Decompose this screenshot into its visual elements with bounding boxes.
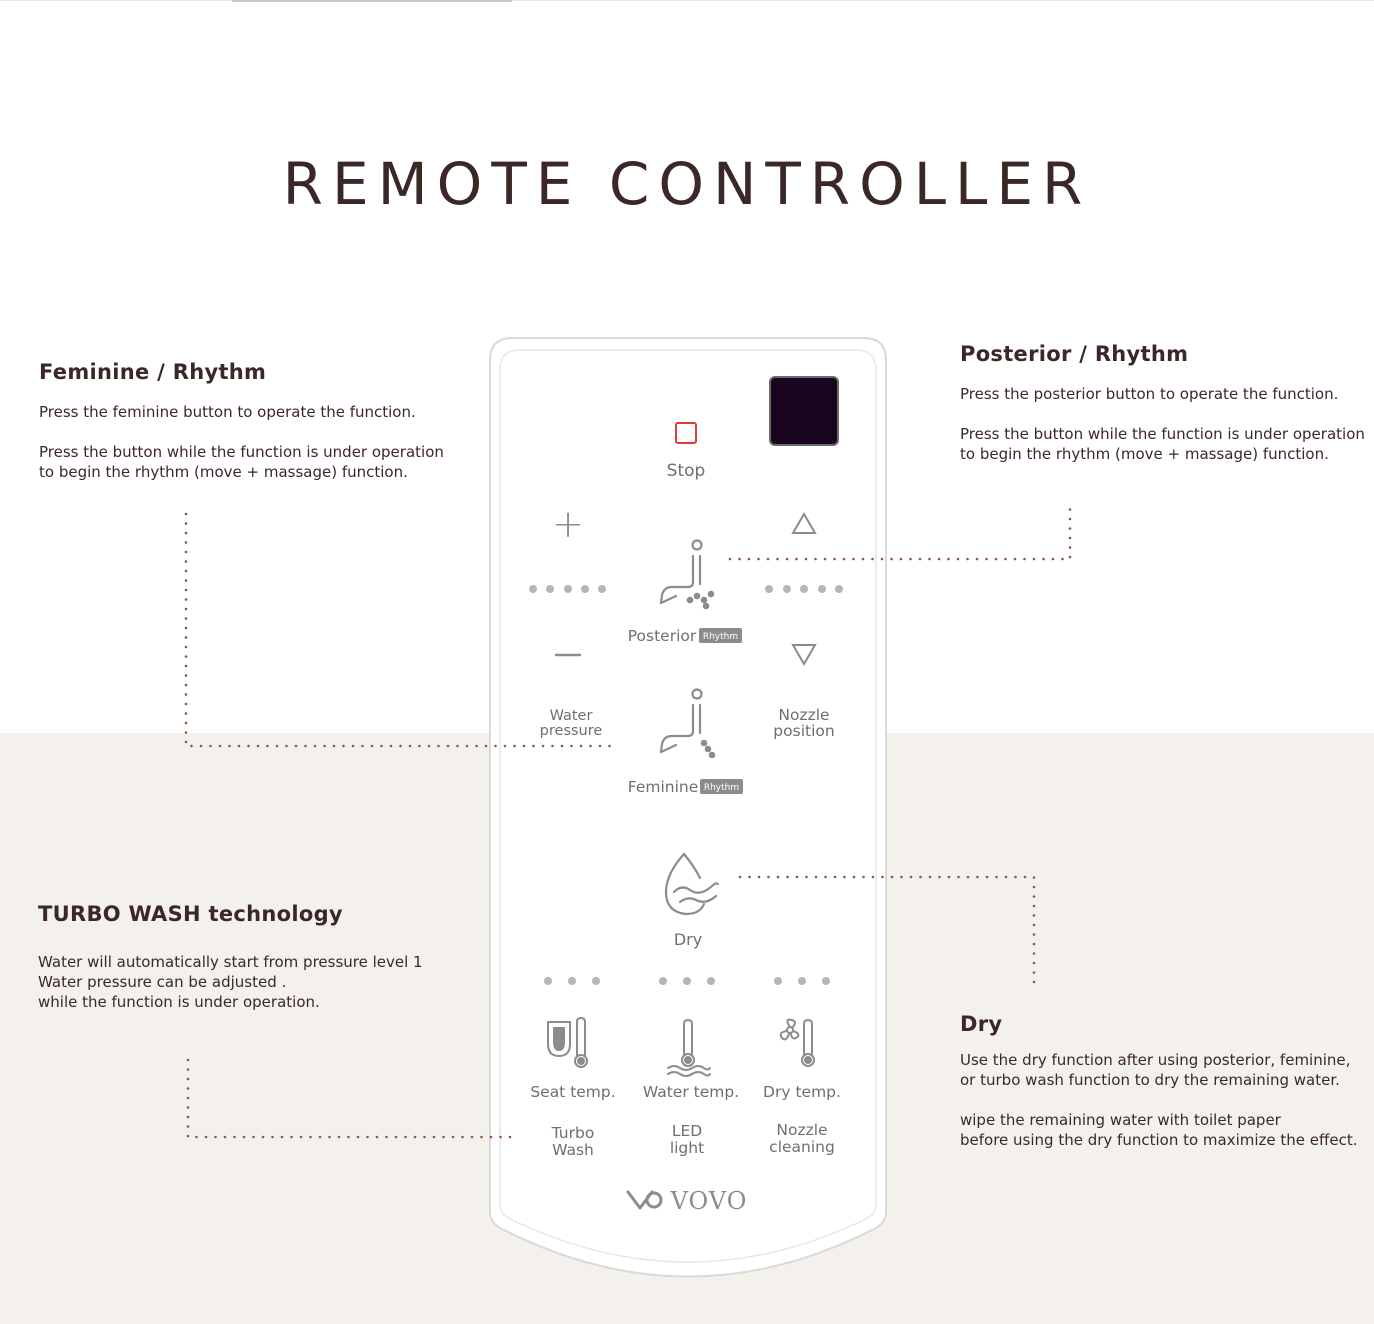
top-rule-accent xyxy=(232,0,512,2)
callout-feminine-heading: Feminine / Rhythm xyxy=(39,360,267,384)
stop-button[interactable]: Stop xyxy=(667,422,706,481)
seat-thermometer-icon xyxy=(547,1016,588,1068)
seat-temp-level-dots xyxy=(544,977,600,985)
water-temp-level-dots xyxy=(659,977,715,985)
nozzle-level-dots xyxy=(765,585,843,593)
stop-icon xyxy=(675,422,697,444)
posterior-rhythm-badge xyxy=(699,628,742,643)
nozzle-position-label-line1: Nozzle xyxy=(778,706,829,724)
display-screen xyxy=(769,376,839,446)
water-thermometer-icon xyxy=(667,1018,711,1077)
dry-button[interactable]: Dry xyxy=(664,852,720,949)
led-light-label-line2: light xyxy=(670,1139,704,1157)
feminine-icon xyxy=(659,688,716,759)
leader-dry xyxy=(738,875,1036,986)
turbo-wash-button[interactable]: Turbo Wash xyxy=(551,1124,595,1159)
turbo-wash-label-line1: Turbo xyxy=(551,1124,595,1142)
brand-name: VOVO xyxy=(670,1187,748,1215)
posterior-button[interactable]: Posterior Rhythm xyxy=(628,539,742,646)
leader-posterior xyxy=(728,498,1072,561)
callout-dry: Dry Use the dry function after using pos… xyxy=(960,1012,1370,1150)
callout-turbo: TURBO WASH technology Water will automat… xyxy=(38,902,478,1012)
water-temp-button[interactable]: Water temp. xyxy=(643,1018,739,1101)
nozzle-cleaning-label-line2: cleaning xyxy=(769,1138,835,1156)
remote-body xyxy=(489,337,887,1278)
feminine-rhythm-badge xyxy=(700,779,743,794)
seat-temp-label: Seat temp. xyxy=(530,1083,615,1101)
posterior-label: Posterior xyxy=(628,627,697,645)
callout-feminine: Feminine / Rhythm Press the feminine but… xyxy=(39,360,479,482)
turbo-wash-label-line2: Wash xyxy=(552,1141,594,1159)
seat-temp-button[interactable]: Seat temp. xyxy=(530,1016,616,1101)
feminine-label: Feminine xyxy=(628,778,699,796)
callout-dry-text-2: wipe the remaining water with toilet pap… xyxy=(960,1111,1358,1149)
dry-label: Dry xyxy=(674,930,702,949)
callout-turbo-heading: TURBO WASH technology xyxy=(38,902,343,926)
callout-posterior-text-1: Press the posterior button to operate th… xyxy=(960,385,1339,403)
leader-lines xyxy=(184,498,1072,1139)
pressure-level-dots xyxy=(529,585,606,593)
callout-feminine-text-1: Press the feminine button to operate the… xyxy=(39,403,416,421)
nozzle-cleaning-button[interactable]: Nozzle cleaning xyxy=(769,1121,835,1156)
callout-feminine-text-2: Press the button while the function is u… xyxy=(39,443,444,481)
callout-dry-text-1: Use the dry function after using posteri… xyxy=(960,1051,1351,1089)
top-rule xyxy=(0,0,1374,1)
leader-turbo xyxy=(186,1058,514,1139)
nozzle-cleaning-label-line1: Nozzle xyxy=(776,1121,827,1139)
posterior-rhythm-badge-text: Rhythm xyxy=(703,632,738,642)
callout-posterior-text-2: Press the button while the function is u… xyxy=(960,425,1365,463)
callout-dry-heading: Dry xyxy=(960,1012,1003,1036)
water-drop-icon xyxy=(664,852,720,916)
posterior-icon xyxy=(659,539,715,610)
stop-label: Stop xyxy=(667,461,706,481)
water-pressure-label-line2: pressure xyxy=(540,723,603,739)
dry-temp-button[interactable]: Dry temp. xyxy=(763,1018,841,1101)
dry-temp-label: Dry temp. xyxy=(763,1083,841,1101)
brand-logo: VOVO xyxy=(626,1187,748,1215)
dry-temp-level-dots xyxy=(774,977,830,985)
page-title: REMOTE CONTROLLER xyxy=(282,150,1092,218)
water-pressure-label-line1: Water xyxy=(550,708,593,724)
led-light-button[interactable]: LED light xyxy=(670,1122,704,1157)
callout-posterior-heading: Posterior / Rhythm xyxy=(960,342,1189,366)
led-light-label-line1: LED xyxy=(672,1122,702,1140)
feminine-button[interactable]: Feminine Rhythm xyxy=(628,688,743,797)
fan-thermometer-icon xyxy=(779,1018,815,1067)
water-temp-label: Water temp. xyxy=(643,1083,739,1101)
triangle-up-icon[interactable] xyxy=(791,512,817,534)
feminine-rhythm-badge-text: Rhythm xyxy=(704,783,739,793)
nozzle-position-label-line2: position xyxy=(773,722,834,740)
plus-icon[interactable]: + xyxy=(552,502,584,546)
triangle-down-icon[interactable] xyxy=(791,644,817,666)
callout-turbo-text: Water will automatically start from pres… xyxy=(38,953,423,1011)
callout-posterior: Posterior / Rhythm Press the posterior b… xyxy=(960,342,1370,464)
